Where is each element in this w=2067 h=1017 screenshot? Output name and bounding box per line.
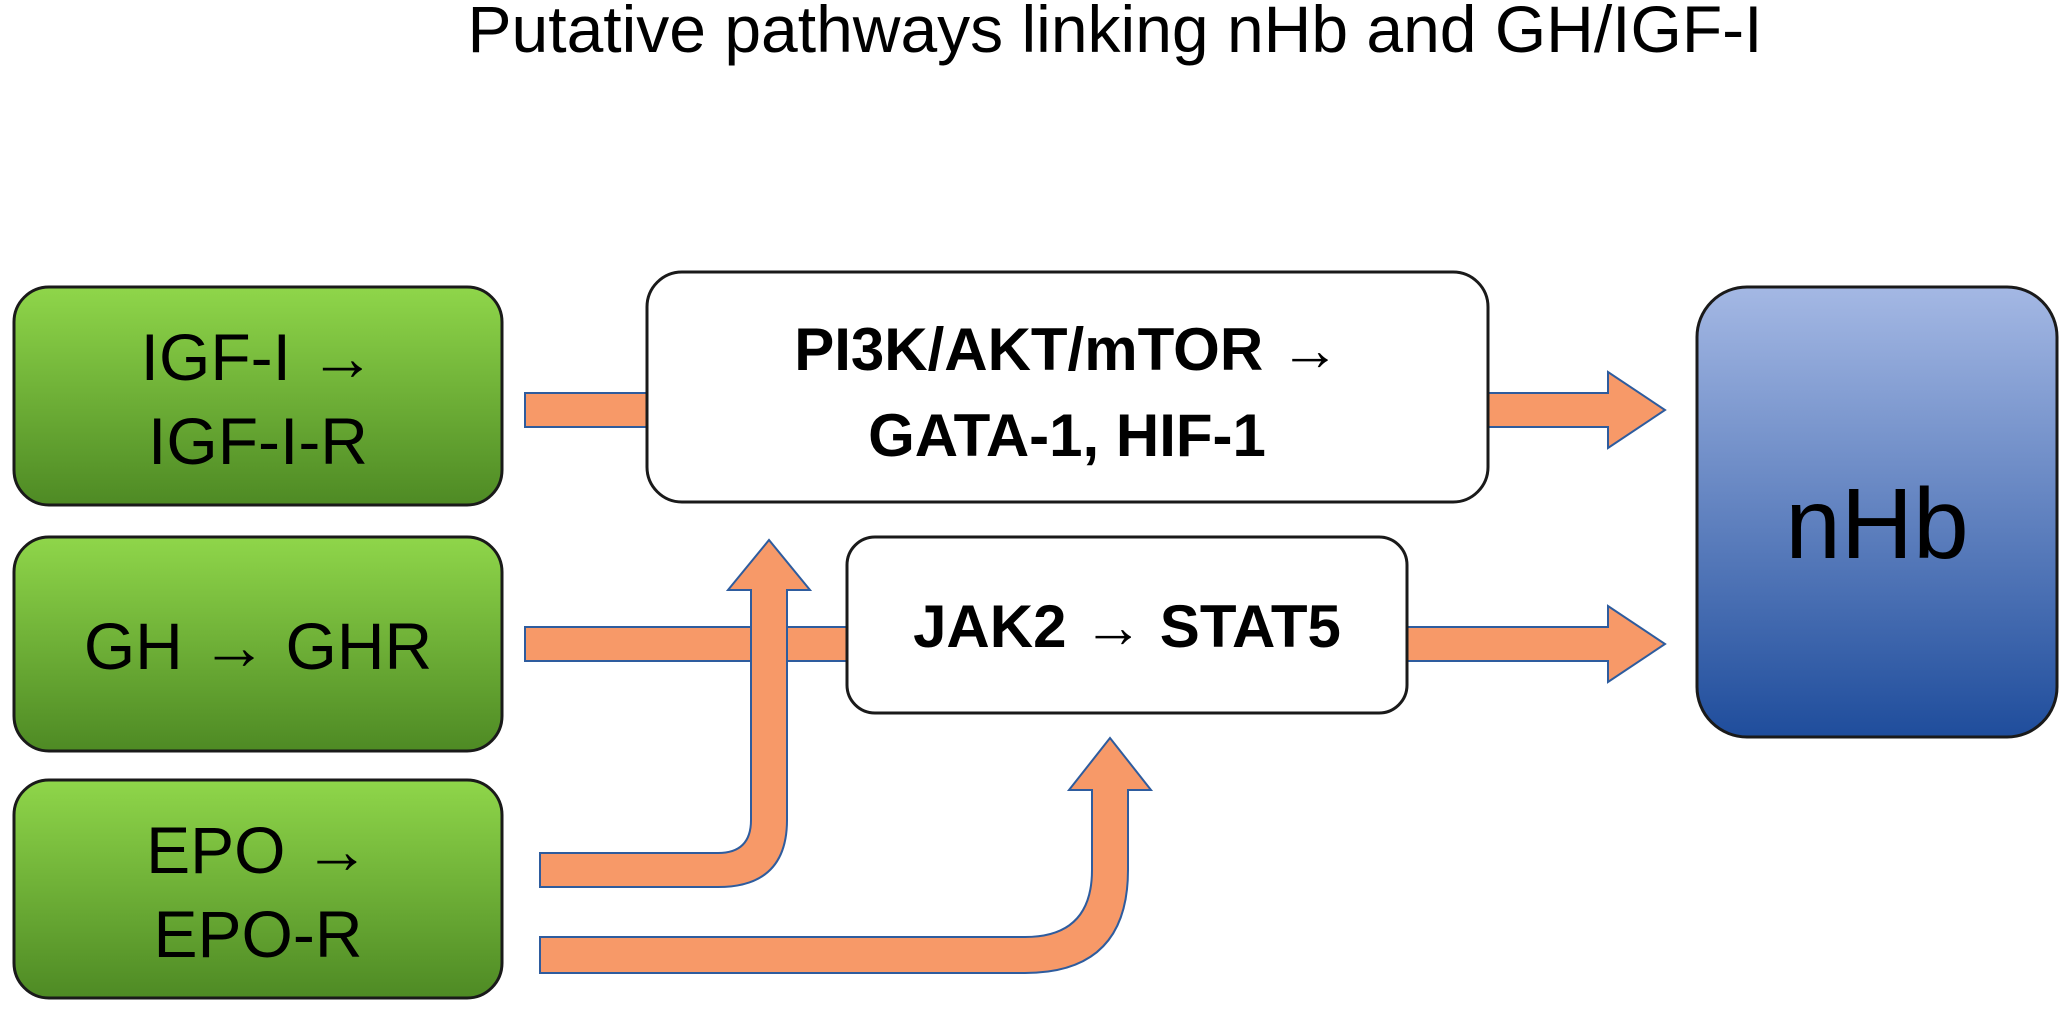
nhb-node: nHb <box>1695 285 2059 739</box>
arrow-igf-to-pi3k <box>524 392 651 428</box>
igf-label-line1: IGF-I → <box>141 320 376 394</box>
jak-node: JAK2 → STAT5 <box>845 535 1409 715</box>
pi3k-label-line2: GATA-1, HIF-1 <box>868 402 1266 469</box>
igf-label-line2: IGF-I-R <box>148 404 368 478</box>
nhb-label: nHb <box>1785 468 1968 580</box>
arrow-gh-to-jak <box>524 626 851 662</box>
arrow-pi3k-to-nhb <box>1484 370 1667 450</box>
arrow-epo-to-jak <box>539 736 1154 974</box>
igf-node: IGF-I → IGF-I-R <box>12 285 504 507</box>
arrow-jak-to-nhb <box>1404 604 1667 684</box>
epo-label-line1: EPO → <box>146 813 370 887</box>
jak-label: JAK2 → STAT5 <box>913 593 1341 660</box>
pi3k-node: PI3K/AKT/mTOR → GATA-1, HIF-1 <box>645 270 1490 504</box>
epo-label-line2: EPO-R <box>153 897 362 971</box>
epo-node: EPO → EPO-R <box>12 778 504 1000</box>
gh-label: GH → GHR <box>84 609 432 683</box>
gh-node: GH → GHR <box>12 535 504 753</box>
diagram-title: Putative pathways linking nHb and GH/IGF… <box>468 0 1763 66</box>
arrow-epo-to-pi3k <box>539 538 813 888</box>
pi3k-label-line1: PI3K/AKT/mTOR → <box>794 316 1340 383</box>
